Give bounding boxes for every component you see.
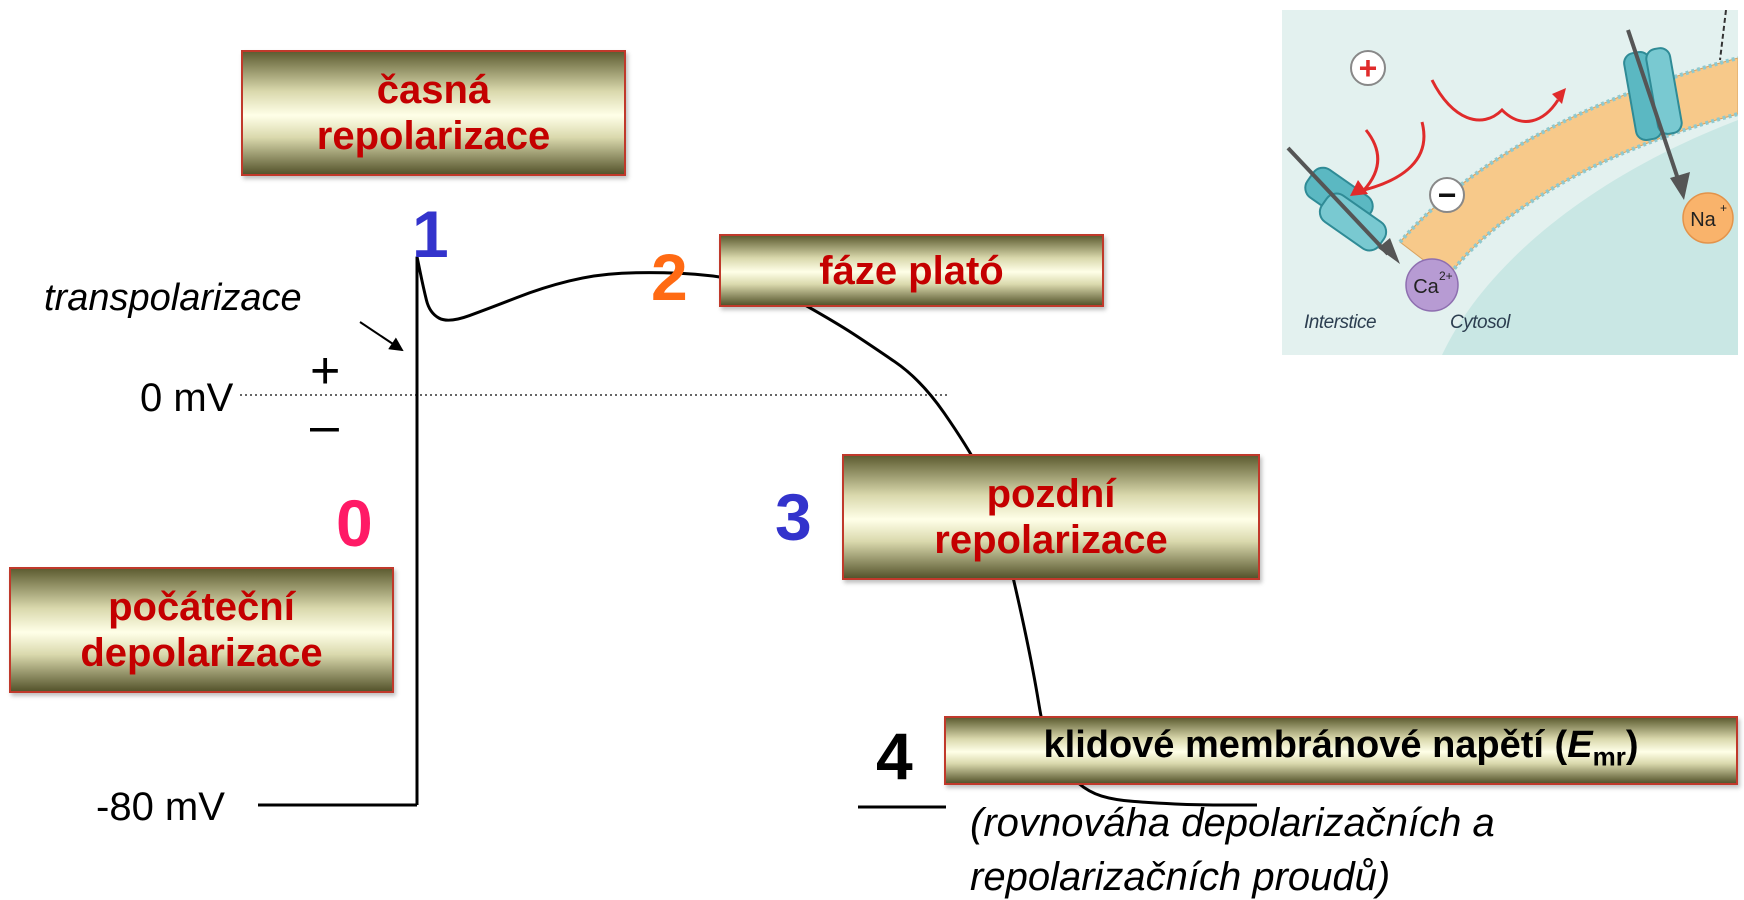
negative-charge-icon: [1429, 177, 1465, 213]
phase-0-label-line1: počáteční: [108, 585, 295, 629]
membrane-outer-edge: [1398, 56, 1738, 244]
sodium-ion-icon: [1682, 192, 1734, 244]
action-potential-curve: [415, 256, 1257, 807]
local-current-arrowhead-left: [1350, 180, 1368, 196]
phase-1-label-box: časná repolarizace: [241, 50, 626, 176]
inset-edge-line: [1719, 10, 1727, 61]
phase-2-number: 2: [651, 240, 688, 314]
phase-3-label-line2: repolarizace: [934, 518, 1168, 562]
phase-0-number: 0: [336, 486, 373, 560]
phase-4-label-close: ): [1625, 723, 1639, 766]
phase-2-label-box: fáze plató: [719, 234, 1104, 307]
phase-0-label-box: počáteční depolarizace: [9, 567, 394, 693]
resting-note-line1: (rovnováha depolarizačních a: [970, 801, 1495, 845]
calcium-ion-charge: 2+: [1439, 269, 1453, 283]
membrane-inset-illustration: + − Na + Ca 2+: [1282, 10, 1738, 355]
sodium-influx-arrow: [1626, 29, 1682, 186]
local-current-arrowhead-right: [1552, 88, 1566, 104]
phase-2-label: fáze plató: [819, 248, 1004, 293]
phase-4-label-e: E: [1567, 723, 1593, 766]
negative-sign: –: [310, 397, 339, 455]
phase-3-number: 3: [775, 480, 812, 554]
zero-mv-label: 0 mV: [140, 376, 234, 420]
calcium-influx-arrow: [1286, 146, 1390, 256]
cytosol-region: [1442, 120, 1738, 355]
phase-1-number: 1: [412, 197, 449, 271]
positive-charge-symbol: +: [1359, 50, 1378, 86]
transpolarization-label: transpolarizace: [44, 277, 302, 319]
sodium-arrowhead: [1670, 172, 1690, 200]
calcium-arrowhead: [1378, 238, 1400, 264]
resting-note-line2: repolarizačních proudů): [970, 855, 1391, 899]
negative-charge-symbol: −: [1438, 177, 1457, 213]
membrane-inset: + − Na + Ca 2+ Interstice Cytosol: [1282, 10, 1738, 355]
phase-3-label-box: pozdní repolarizace: [842, 454, 1260, 580]
minus-80-mv-label: -80 mV: [96, 785, 225, 829]
phase-3-label-line1: pozdní: [986, 472, 1116, 516]
positive-charge-icon: [1350, 50, 1386, 86]
cytosol-label: Cytosol: [1450, 312, 1510, 333]
positive-sign: +: [310, 342, 341, 400]
interstice-label: Interstice: [1304, 312, 1377, 333]
phase-4-label-text: klidové membránové napětí (: [1043, 723, 1568, 766]
local-current-arrow-right: [1430, 79, 1560, 123]
calcium-ion-label: Ca: [1413, 276, 1439, 298]
sodium-ion-label: Na: [1690, 209, 1716, 231]
phase-1-label-line2: repolarizace: [316, 114, 551, 158]
phase-4-label-box: klidové membránové napětí (Emr): [944, 716, 1738, 785]
phase-4-label-sub: mr: [1592, 741, 1626, 772]
sodium-ion-charge: +: [1720, 201, 1727, 215]
calcium-ion-icon: [1405, 258, 1459, 312]
transpolarization-arrow: [359, 321, 404, 352]
phase-4-number: 4: [876, 719, 913, 793]
phase-4-label: klidové membránové napětí (Emr): [1044, 722, 1639, 780]
phase-0-label-line2: depolarizace: [80, 631, 323, 675]
phase-1-label-line1: časná: [376, 68, 491, 112]
